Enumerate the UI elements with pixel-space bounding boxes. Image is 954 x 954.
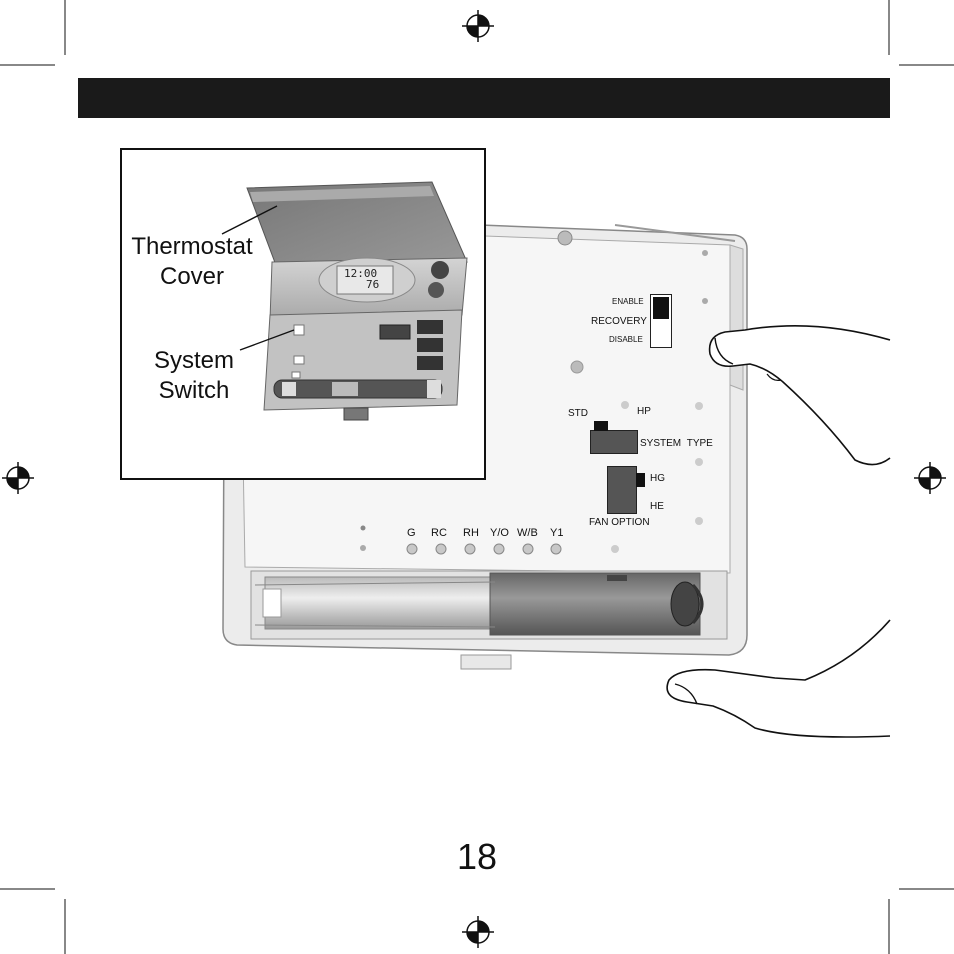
system-type-label: SYSTEM TYPE (640, 438, 713, 449)
system-type-std-label: STD (568, 408, 588, 419)
inset-thermostat-front: 12:00 76 Thermostat Cover System Switch (120, 148, 486, 480)
lcd-temperature: 76 (366, 278, 380, 291)
thermostat-front-illustration (221, 181, 468, 421)
terminal-label-g: G (407, 527, 416, 539)
registration-mark-right-icon (914, 462, 946, 494)
recovery-switch[interactable] (650, 294, 672, 348)
terminal-label-yo: Y/O (490, 527, 509, 539)
recovery-switch-slider (653, 297, 669, 319)
fan-option-switch-slider (636, 473, 645, 487)
recovery-label: RECOVERY (591, 316, 647, 327)
terminal-label-y1: Y1 (550, 527, 564, 539)
callout-thermostat-cover: Thermostat Cover (131, 233, 253, 290)
callout-system-switch: System Switch (153, 347, 234, 404)
lcd-time: 12:00 (344, 267, 378, 280)
header-bar (78, 78, 890, 118)
fan-option-he-label: HE (650, 501, 664, 512)
registration-mark-bottom-icon (462, 916, 494, 948)
terminal-label-rc: RC (431, 527, 447, 539)
terminal-label-wb: W/B (517, 527, 538, 539)
page-number: 18 (456, 836, 498, 877)
terminal-label-rh: RH (463, 527, 479, 539)
recovery-enable-label: ENABLE (612, 297, 644, 306)
system-type-switch[interactable] (590, 421, 638, 454)
recovery-disable-label: DISABLE (609, 335, 643, 344)
fan-option-hg-label: HG (650, 473, 665, 484)
fan-option-label: FAN OPTION (589, 517, 650, 528)
registration-mark-top-icon (462, 10, 494, 42)
fan-option-switch[interactable] (607, 466, 645, 514)
system-type-hp-label: HP (637, 406, 651, 417)
hand-illustration (666, 324, 891, 738)
system-type-switch-slider (594, 421, 608, 431)
registration-mark-left-icon (2, 462, 34, 494)
